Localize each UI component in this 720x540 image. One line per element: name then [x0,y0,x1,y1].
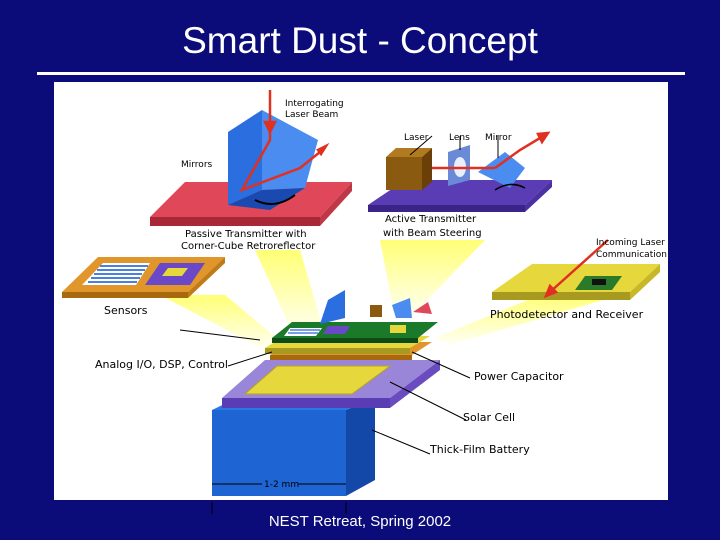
label-interrogating-1: Interrogating [285,99,344,109]
corner-cube-mirror-left [228,110,262,205]
slide-title: Smart Dust - Concept [182,20,538,61]
laser-box-top [386,148,432,157]
label-mirrors: Mirrors [181,160,213,170]
label-scale: 1-2 mm [264,480,299,490]
label-passive-2: Corner-Cube Retroreflector [181,241,316,252]
scale-bar [211,483,347,514]
label-active-2: with Beam Steering [383,228,482,239]
solar-cell [243,365,392,395]
leader-lines [179,135,499,455]
passive-transmitter [150,110,352,226]
cone-photodetector [435,295,620,345]
label-active-1: Active Transmitter [385,214,477,225]
label-laser: Laser [404,133,429,143]
label-lens: Lens [449,133,470,143]
retro-beam [239,128,326,193]
label-sensors: Sensors [104,304,148,317]
battery-front [212,410,346,496]
battery-side [346,398,375,496]
light-cones [160,240,620,350]
label-battery: Thick-Film Battery [429,443,530,456]
cone-active [380,240,485,318]
corner-cube-mirror-right [262,110,318,190]
title-divider [37,72,685,75]
corner-cube-mirror-floor [228,188,305,210]
label-power-capacitor: Power Capacitor [474,370,564,383]
label-incoming-1: Incoming Laser [596,238,665,248]
label-analog: Analog I/O, DSP, Control [95,358,228,371]
laser-box-front [386,157,422,190]
label-passive-1: Passive Transmitter with [185,229,307,240]
cone-sensors [160,295,285,350]
active-transmitter [368,145,552,212]
labels: Interrogating Laser Beam Laser Lens Mirr… [95,99,667,490]
steering-mirror [478,152,525,188]
laser-box-side [422,148,432,190]
photodetector-board [492,264,660,300]
steered-beam [494,133,546,170]
laser-beams [239,90,609,299]
label-incoming-2: Communication [596,250,667,260]
incoming-beam [549,239,609,293]
mote-stack [212,290,440,496]
footer-text: NEST Retreat, Spring 2002 [268,513,452,530]
sensor-board [62,257,225,298]
label-photodetector: Photodetector and Receiver [490,308,644,321]
label-solar-cell: Solar Cell [463,411,515,424]
label-interrogating-2: Laser Beam [285,110,338,120]
label-mirror: Mirror [485,133,512,143]
cone-passive [255,250,325,338]
